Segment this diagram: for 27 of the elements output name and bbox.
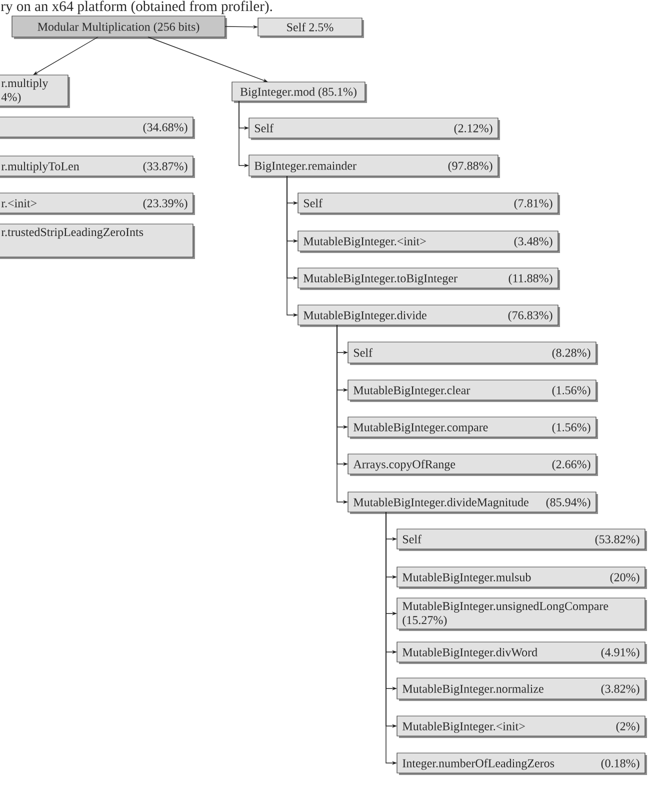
method-box: MutableBigInteger.mulsub (20%) [396, 566, 647, 589]
method-box: Self 2.5% [258, 18, 364, 38]
method-box: MutableBigInteger.divideMagnitude (85.94%) [348, 492, 598, 514]
method-box: MutableBigInteger.divide (76.83%) [298, 304, 560, 327]
method-box: Integer.numberOfLeadingZeros (0.18%) [396, 752, 647, 775]
method-box: Self (53.82%) [396, 528, 647, 551]
method-box: r.multiply 4%) [0, 74, 70, 108]
method-box: Self (2.12%) [248, 118, 500, 140]
method-box: MutableBigInteger.divWord (4.91%) [396, 642, 647, 664]
caption: ry on an x64 platform (obtained from profiler). [1, 0, 272, 14]
method-box: r.multiplyToLen (33.87%) [0, 156, 195, 178]
method-box: MutableBigInteger.clear (1.56%) [348, 380, 598, 402]
method-box: (34.68%) [0, 116, 195, 139]
method-box: Self (8.28%) [348, 342, 598, 365]
method-box: Arrays.copyOfRange (2.66%) [348, 454, 598, 476]
method-box: r.<init> (23.39%) [0, 192, 195, 215]
method-box: MutableBigInteger.normalize (3.82%) [396, 678, 647, 701]
method-box: BigInteger.mod (85.1%) [232, 82, 367, 103]
method-box: MutableBigInteger.unsignedLongCompare (15.27%) [396, 598, 647, 631]
method-box: MutableBigInteger.toBigInteger (11.88%) [298, 268, 560, 290]
method-box: r.trustedStripLeadingZeroInts [0, 224, 195, 259]
method-box: BigInteger.remainder (97.88%) [248, 154, 500, 178]
method-box: Self (7.81%) [298, 192, 560, 215]
method-box: MutableBigInteger.<init> (2%) [396, 716, 647, 738]
method-box: Modular Multiplication (256 bits) [12, 16, 227, 39]
method-box: MutableBigInteger.compare (1.56%) [348, 416, 598, 439]
method-box: MutableBigInteger.<init> (3.48%) [298, 230, 560, 253]
